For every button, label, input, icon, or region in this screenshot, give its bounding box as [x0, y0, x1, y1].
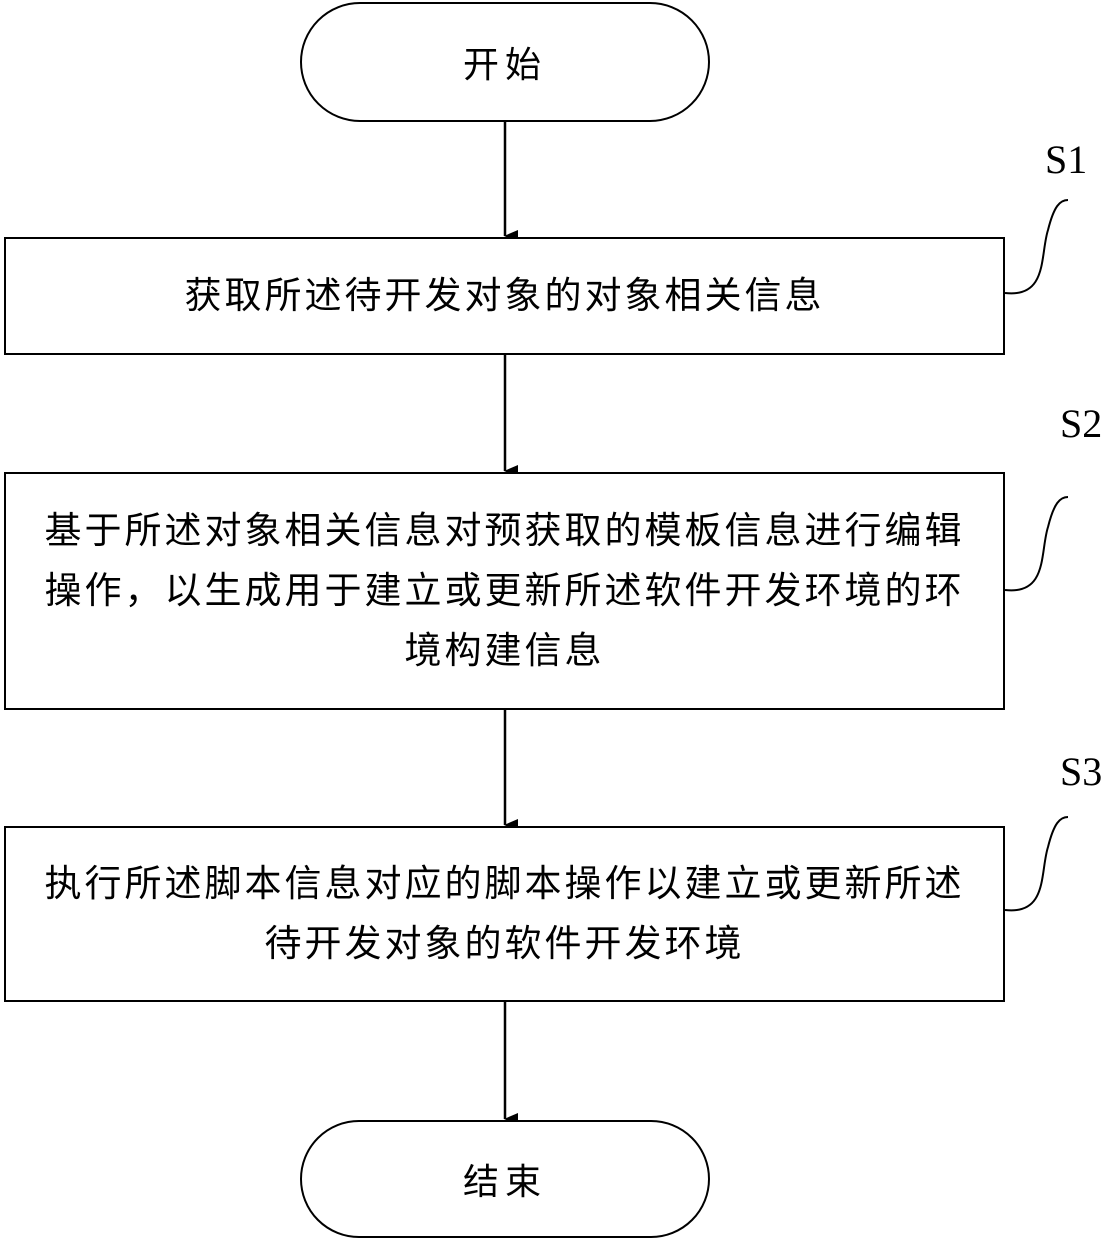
leader-s2 — [1005, 497, 1068, 590]
leader-s3 — [1005, 817, 1068, 910]
step-s1-text: 获取所述待开发对象的对象相关信息 — [185, 266, 825, 326]
step-s1-box: 获取所述待开发对象的对象相关信息 — [4, 237, 1005, 355]
start-label: 开始 — [463, 36, 547, 88]
step-s2-box: 基于所述对象相关信息对预获取的模板信息进行编辑操作，以生成用于建立或更新所述软件… — [4, 472, 1005, 710]
end-label: 结束 — [463, 1153, 547, 1205]
step-s2-id: S2 — [1060, 404, 1102, 444]
step-s3-text: 执行所述脚本信息对应的脚本操作以建立或更新所述待开发对象的软件开发环境 — [35, 854, 975, 974]
end-terminal: 结束 — [300, 1120, 710, 1238]
step-s2-text: 基于所述对象相关信息对预获取的模板信息进行编辑操作，以生成用于建立或更新所述软件… — [35, 501, 975, 681]
step-s3-box: 执行所述脚本信息对应的脚本操作以建立或更新所述待开发对象的软件开发环境 — [4, 826, 1005, 1002]
step-s1-id: S1 — [1045, 140, 1087, 180]
start-terminal: 开始 — [300, 2, 710, 122]
step-s3-id: S3 — [1060, 752, 1102, 792]
leader-s1 — [1005, 200, 1068, 293]
